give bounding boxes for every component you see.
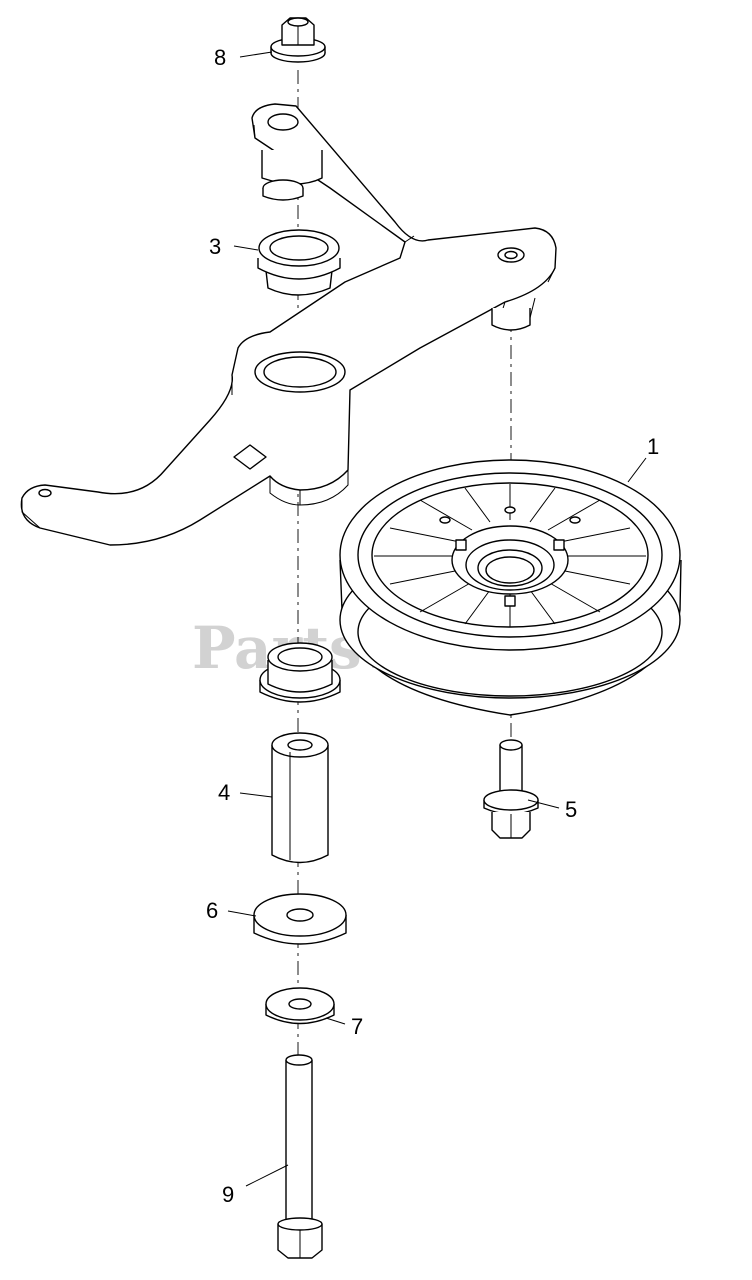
part-9-bolt <box>277 1054 323 1259</box>
part-7-washer <box>265 987 335 1025</box>
callout-3: 3 <box>209 234 221 259</box>
part-3-flanged-bushing-upper <box>257 229 341 296</box>
part-6-washer <box>253 893 347 945</box>
callout-leaders <box>227 51 647 1187</box>
part-1-pulley <box>339 459 682 716</box>
callout-7: 7 <box>351 1014 363 1039</box>
callout-4: 4 <box>218 780 230 805</box>
part-4-spacer <box>271 732 329 864</box>
callout-9: 9 <box>222 1182 234 1207</box>
idler-arm <box>20 103 557 546</box>
callout-8: 8 <box>214 45 226 70</box>
part-5-shoulder-bolt <box>483 739 539 839</box>
part-3-flanged-bushing-lower <box>259 642 341 703</box>
callout-5: 5 <box>565 797 577 822</box>
callout-6: 6 <box>206 898 218 923</box>
part-8-flange-nut <box>270 17 326 63</box>
callout-1: 1 <box>647 434 659 459</box>
